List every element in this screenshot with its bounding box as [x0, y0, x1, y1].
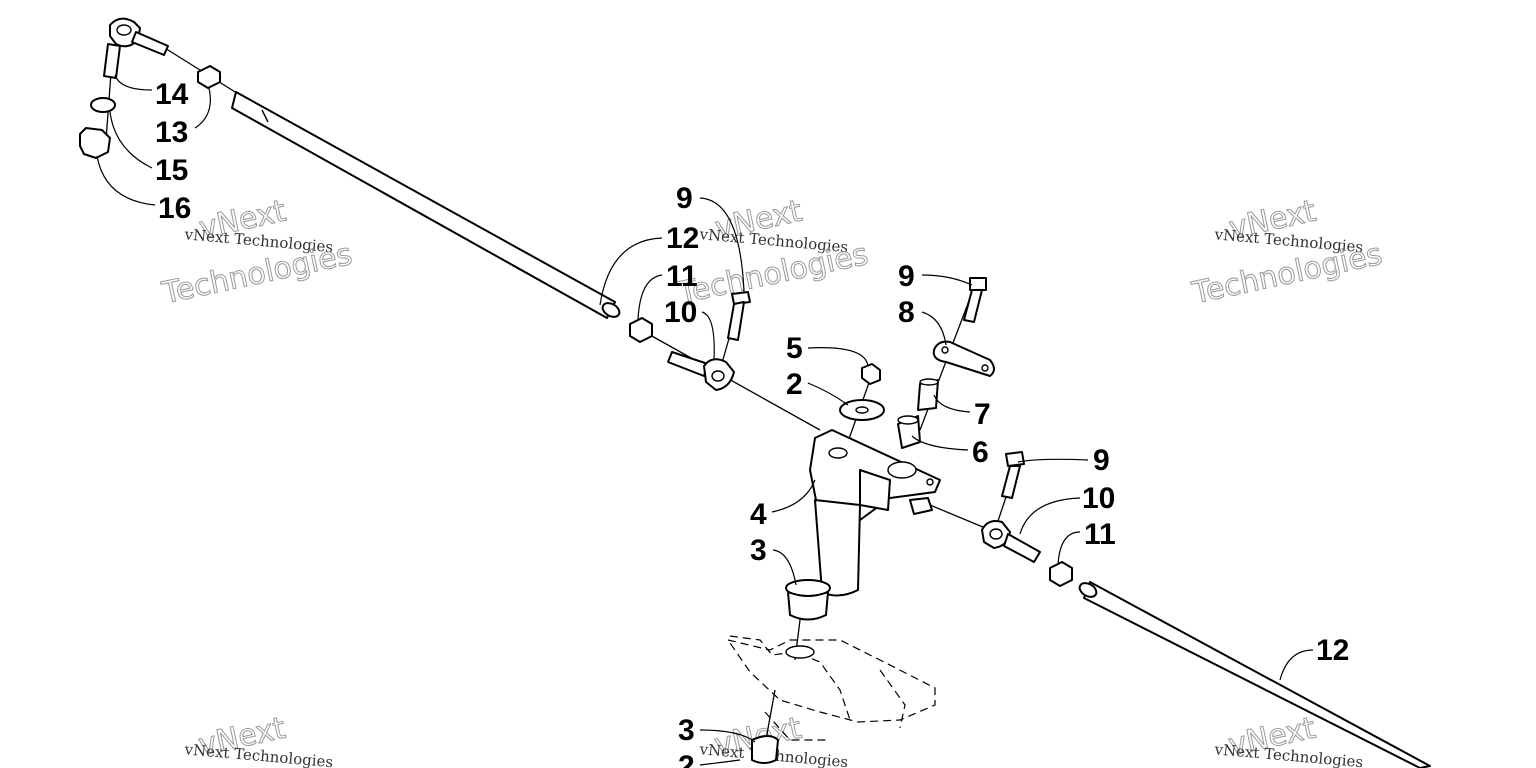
axis-line-right: [929, 504, 991, 531]
nut-5: [861, 363, 881, 385]
bolt-9-upper: [727, 291, 751, 341]
washer-15: [90, 97, 116, 113]
callout-7: 7: [974, 398, 991, 431]
bushing-3-upper: [785, 579, 831, 621]
callout-11-upper: 11: [666, 260, 698, 293]
callout-12-upper: 12: [666, 222, 699, 255]
nut-11-upper: [629, 317, 653, 343]
callout-16: 16: [158, 192, 191, 225]
callout-14: 14: [155, 78, 189, 111]
callout-9-upper: 9: [676, 182, 693, 215]
bolt-9-right: [1001, 451, 1025, 499]
callout-10-right: 10: [1082, 482, 1115, 515]
callout-2-upper: 2: [786, 368, 803, 401]
watermark-top-right: vNext vNext Technologies Technologies: [1188, 193, 1386, 312]
callout-4: 4: [750, 498, 767, 531]
callout-12-lower: 12: [1316, 634, 1349, 667]
nut-13: [197, 65, 221, 89]
tie-rod-upper-body: [231, 91, 616, 319]
callout-11-right: 11: [1084, 518, 1116, 551]
leader-lines: [96, 74, 1314, 766]
bolt-9-center: [963, 277, 987, 323]
bushing-3-lower: [751, 735, 779, 764]
tie-rod-end-left: [103, 17, 169, 79]
callout-9-center: 9: [898, 260, 915, 293]
callout-10-upper: 10: [664, 296, 697, 329]
watermarks: vNext vNext Technologies Technologies vN…: [158, 193, 1386, 768]
assembly-axes: [105, 44, 1016, 746]
callout-13: 13: [155, 116, 188, 149]
callout-15: 15: [155, 154, 188, 187]
nut-11-right: [1049, 561, 1073, 587]
tie-rod-upper: [231, 91, 621, 319]
tie-rod-end-left-thread: [131, 31, 169, 56]
callout-2-lower: 2: [678, 750, 695, 768]
callout-3-lower: 3: [678, 714, 695, 747]
bracket-8: [932, 340, 995, 377]
steering-arm-4: [809, 429, 941, 597]
tie-rod-end-10-right: [981, 520, 1041, 563]
watermark-top-center: vNext vNext Technologies Technologies: [674, 193, 872, 312]
frame-mount: [726, 635, 936, 741]
tie-rod-end-left-stud: [103, 43, 121, 79]
callout-8: 8: [898, 296, 915, 329]
callout-3-upper: 3: [750, 534, 767, 567]
tie-rod-end-10-upper: [667, 351, 735, 391]
callouts: 14 13 15 16 9 12 11 10 9 8 5 2 7 6 4 9 1…: [155, 78, 1349, 768]
axis-line-center: [649, 334, 821, 431]
callout-9-right: 9: [1093, 444, 1110, 477]
watermark-bottom-left: vNext vNext Technologies: [183, 710, 334, 768]
callout-6: 6: [972, 436, 989, 469]
flange-nut-16: [79, 127, 111, 159]
tie-rod-lower: [1078, 581, 1431, 768]
callout-5: 5: [786, 332, 803, 365]
